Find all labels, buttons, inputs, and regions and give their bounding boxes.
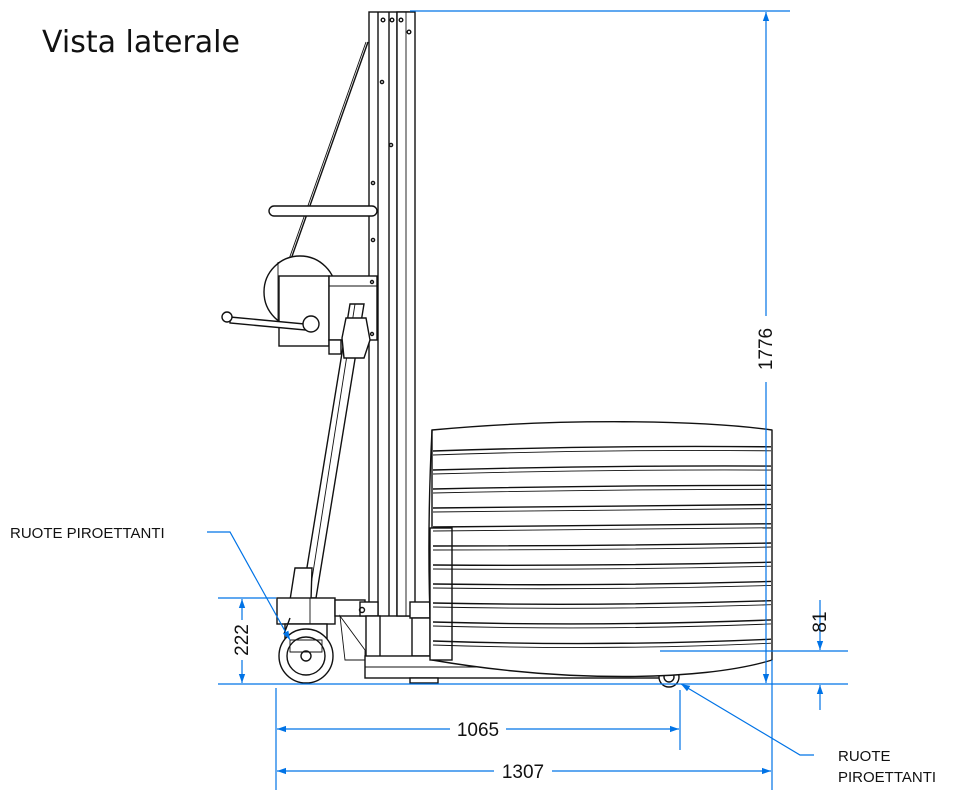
barrel-rib-shadow	[432, 585, 772, 590]
barrel-rib-shadow	[432, 508, 772, 513]
barrel-rib	[432, 638, 772, 645]
callout-right-label-line1: RUOTE	[838, 748, 891, 765]
dim-height-total: 1776	[756, 12, 777, 683]
callout-right-leader	[680, 683, 814, 756]
lift-machine	[221, 11, 773, 688]
dim-base-height-value: 222	[232, 624, 253, 656]
dim-wheelbase: 1065	[277, 720, 679, 741]
lifting-cable	[289, 41, 369, 263]
callout-left-label: RUOTE PIROETTANTI	[10, 525, 165, 542]
dim-height-total-value: 1776	[756, 328, 777, 370]
push-handle	[268, 205, 378, 217]
dim-base-height: 222	[232, 599, 253, 683]
barrel-rib-shadow	[432, 642, 772, 648]
dimension-lines: 1776 222 81 1065 1307	[207, 10, 848, 790]
barrel-rib	[432, 561, 772, 566]
barrel-rib	[432, 503, 772, 509]
barrel-rib	[432, 523, 772, 528]
rear-caster	[278, 617, 334, 684]
barrel-rib-shadow	[432, 469, 772, 475]
barrel-rib-shadow	[432, 604, 772, 609]
barrel-rib-shadow	[432, 623, 772, 629]
barrel-rib	[432, 600, 772, 606]
barrel-rib	[432, 465, 772, 471]
dim-load-height: 81	[810, 600, 831, 710]
dim-wheelbase-value: 1065	[457, 720, 499, 741]
barrel	[428, 421, 773, 678]
tow-arm	[289, 303, 371, 601]
dim-total-length-value: 1307	[502, 762, 544, 783]
dim-load-height-value: 81	[810, 611, 831, 632]
barrel-rib-shadow	[432, 546, 772, 551]
barrel-rib-shadow	[432, 565, 772, 570]
callout-left-leader	[207, 531, 291, 641]
barrel-rib	[432, 580, 772, 586]
barrel-rib-shadow	[432, 527, 772, 532]
barrel-rib-shadow	[432, 450, 772, 456]
barrel-rib	[432, 619, 772, 625]
dim-total-length: 1307	[277, 762, 771, 783]
winch	[221, 255, 378, 355]
barrel-rib	[432, 484, 772, 490]
barrel-rib	[432, 445, 772, 452]
view-title: Vista laterale	[42, 25, 240, 60]
barrel-rib-shadow	[432, 488, 772, 494]
barrel-rib	[432, 542, 772, 547]
mast	[368, 11, 416, 617]
callout-right-label-line2: PIROETTANTI	[838, 769, 936, 786]
